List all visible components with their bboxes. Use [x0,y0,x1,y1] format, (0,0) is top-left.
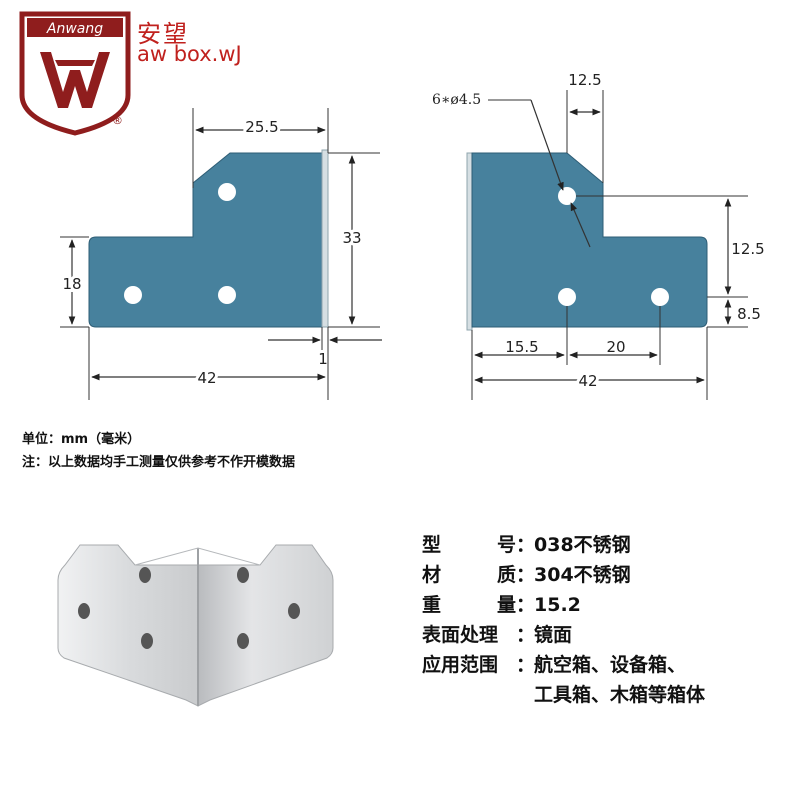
front-plate [88,152,323,328]
spec-value: 304不锈钢 [534,564,631,586]
hole [237,633,249,649]
spec-value-continuation: 工具箱、木箱等箱体 [534,684,706,706]
registered-mark: ® [112,114,123,127]
spec-value: 航空箱、设备箱、 [534,654,687,676]
dim-right-upper: 12.5 [731,240,764,258]
dim-top: 12.5 [568,71,601,89]
hole [218,286,236,304]
spec-row: 表面处理：镜面 [422,620,705,650]
spec-key: 材质 [422,564,516,586]
spec-key: 型号 [422,534,516,556]
hole-spec-label: 6∗ø4.5 [432,92,481,108]
unit-note: 单位：mm（毫米） [22,432,141,447]
spec-value: 镜面 [534,624,573,646]
hole [124,286,142,304]
brand-logo: Anwang ® [19,11,131,136]
dim-right-lower: 8.5 [737,305,761,323]
dim-hole-spacing-2: 20 [606,338,625,356]
dim-overall-width: 42 [578,372,597,390]
hole [78,603,90,619]
dim-overall-width: 42 [197,369,216,387]
hole [141,633,153,649]
spec-row: 应用范围：航空箱、设备箱、 [422,650,705,680]
spec-row: 重量：15.2 [422,590,705,620]
hole [288,603,300,619]
hole [139,567,151,583]
hole [651,288,669,306]
spec-key: 应用范围 [422,654,499,676]
spec-value: 15.2 [534,594,581,616]
spec-row: 材质：304不锈钢 [422,560,705,590]
dim-height: 33 [342,229,361,247]
dim-hole-spacing-1: 15.5 [505,338,538,356]
hole [237,567,249,583]
dim-thickness: 1 [318,350,328,368]
spec-value: 038不锈钢 [534,534,631,556]
dim-left-height: 18 [62,275,81,293]
spec-key: 重量 [422,594,516,616]
logo-text: Anwang [46,21,103,37]
side-plate [471,152,708,328]
disclaimer-note: 注：以上数据均手工测量仅供参考不作开模数据 [22,455,296,470]
hole [558,288,576,306]
front-view: 25.5 33 18 1 42 [59,108,382,400]
spec-row: 型号：038不锈钢 [422,530,705,560]
brand-subtitle: aw box.wJ [137,42,242,66]
brand-name: 安望 [137,20,189,48]
spec-key: 表面处理 [422,624,499,646]
front-plate-edge [321,149,329,328]
hole [218,183,236,201]
side-view: 6∗ø4.5 12.5 12.5 8.5 15.5 20 42 [432,71,768,400]
dim-top-width: 25.5 [245,118,278,136]
product-photo [57,544,334,707]
side-plate-edge [466,152,473,331]
hole [558,187,576,205]
